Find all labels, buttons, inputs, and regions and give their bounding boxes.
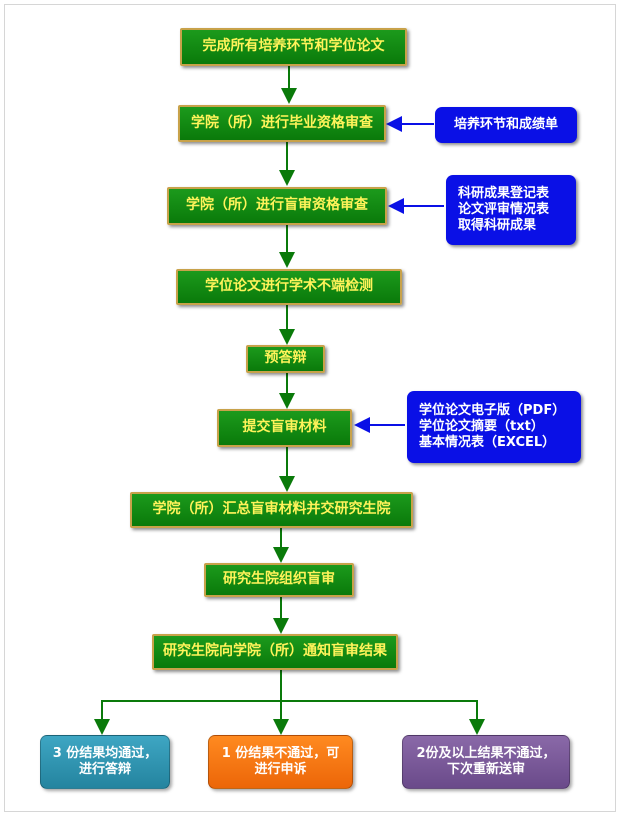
input-graduation-line-1: 培养环节和成绩单 (453, 116, 558, 132)
input-submission-files: 学位论文电子版（PDF） 学位论文摘要（txt） 基本情况表（EXCEL） (407, 391, 581, 463)
outcome-all-pass-line-1: 3 份结果均通过， (52, 745, 158, 761)
outcome-one-fail-line-2: 进行申诉 (254, 762, 307, 777)
step-pre-defense: 预答辩 (246, 345, 325, 373)
input-blind-review-line-1: 科研成果登记表 (458, 185, 550, 201)
input-graduation-materials: 培养环节和成绩单 (435, 107, 577, 143)
outcome-one-fail: 1 份结果不通过，可 进行申诉 (208, 735, 353, 789)
diagram-frame (4, 4, 616, 812)
outcome-two-fail-line-2: 下次重新送审 (446, 762, 525, 777)
input-submission-line-1: 学位论文电子版（PDF） (419, 402, 566, 418)
input-submission-line-2: 学位论文摘要（txt） (419, 418, 544, 434)
step-organize-blind-review: 研究生院组织盲审 (204, 563, 354, 597)
step-blind-review-eligibility: 学院（所）进行盲审资格审查 (167, 187, 387, 225)
outcome-two-fail: 2份及以上结果不通过， 下次重新送审 (402, 735, 570, 789)
input-blind-review-line-3: 取得科研成果 (458, 218, 537, 234)
outcome-all-pass-line-2: 进行答辩 (78, 762, 131, 777)
step-submit-materials: 提交盲审材料 (217, 409, 352, 447)
step-complete-training: 完成所有培养环节和学位论文 (180, 28, 407, 66)
step-notify-results: 研究生院向学院（所）通知盲审结果 (152, 634, 398, 670)
input-blind-review-materials: 科研成果登记表 论文评审情况表 取得科研成果 (446, 175, 576, 245)
step-collect-materials: 学院（所）汇总盲审材料并交研究生院 (130, 492, 413, 528)
step-graduation-review: 学院（所）进行毕业资格审查 (178, 105, 386, 142)
outcome-all-pass: 3 份结果均通过， 进行答辩 (40, 735, 170, 789)
step-plagiarism-check: 学位论文进行学术不端检测 (176, 269, 402, 305)
outcome-two-fail-line-1: 2份及以上结果不通过， (416, 745, 556, 761)
outcome-one-fail-line-1: 1 份结果不通过，可 (221, 745, 340, 761)
input-submission-line-3: 基本情况表（EXCEL） (419, 435, 556, 451)
input-blind-review-line-2: 论文评审情况表 (458, 201, 550, 217)
